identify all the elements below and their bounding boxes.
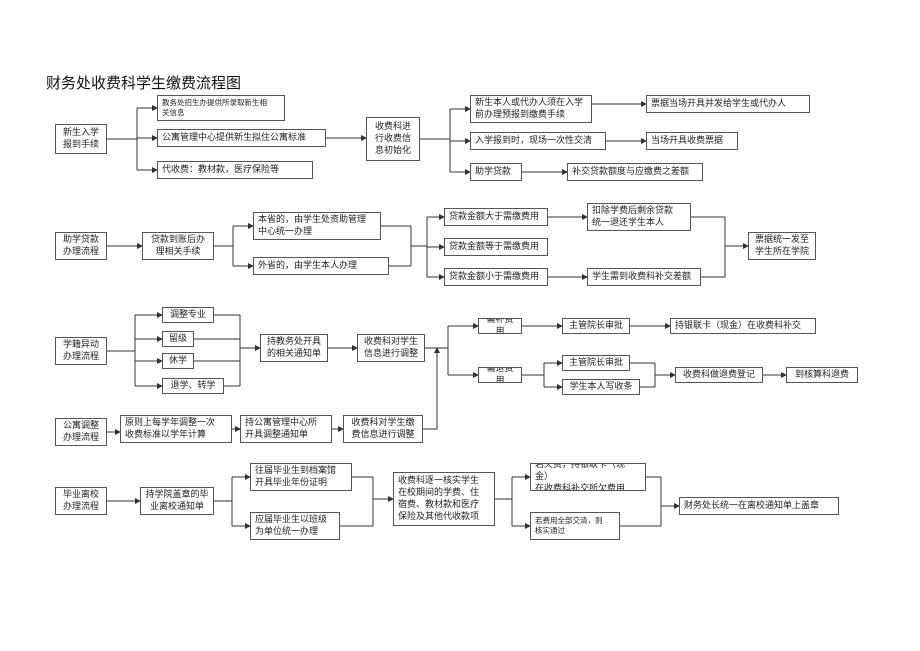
status-change-start: 学籍异动 办理流程 <box>55 337 107 365</box>
onsite-payment-box: 入学报到时，现场一次性交清 <box>470 132 606 150</box>
pay-difference-box: 学生需到收费科补交差额 <box>587 268 701 286</box>
academic-notice-box: 持教务处开具 的相关通知单 <box>260 334 328 362</box>
verified-box: 若费用全部交清，则 核实通过 <box>530 512 620 540</box>
verify-fees-box: 收费科逐一核实学生 在校期间的学费、住 宿费、教材款和医疗 保险及其他代收款项 <box>393 472 495 526</box>
loan-arrival-box: 贷款到账后办 理相关手续 <box>142 232 214 260</box>
refund-fee-box: 需退费用 <box>478 367 522 383</box>
refund-remaining-box: 扣除学费后剩余贷款 统一退还学生本人 <box>587 203 691 231</box>
loan-equal-box: 贷款金额等于需缴费用 <box>444 238 548 256</box>
dorm-standard-box: 公寓管理中心提供新生拟住公寓标准 <box>157 129 326 147</box>
dorm-notice-box: 持公寓管理中心所 开具调整通知单 <box>240 415 332 443</box>
current-graduates-box: 应届毕业生以班级 为单位统一办理 <box>250 512 340 540</box>
option-suspension: 休学 <box>162 353 194 369</box>
loan-difference-box: 补交贷款额度与应缴费之差额 <box>567 163 703 181</box>
dean-approval-box-2: 主管院长审批 <box>562 355 630 371</box>
out-province-box: 外省的，由学生本人办理 <box>253 257 389 275</box>
pay-supplement-box: 持银联卡（现金）在收费科补交 <box>670 318 816 334</box>
pre-registration-box: 新生本人或代办人须在入学 前办理预报到缴费手续 <box>470 95 592 123</box>
graduation-start: 毕业离校 办理流程 <box>55 487 107 515</box>
option-withdraw-transfer: 退学、转学 <box>162 378 224 394</box>
director-stamp-box: 财务处长统一在离校通知单上盖章 <box>679 497 839 515</box>
receipt-to-student-box: 票据当场开具并发给学生或代办人 <box>646 95 810 113</box>
option-repeat-year: 留级 <box>162 331 194 347</box>
annual-adjust-box: 原则上每学年调整一次 收费标准以学年计算 <box>120 415 232 443</box>
agency-fee-box: 代收费：教材款，医疗保险等 <box>157 161 313 179</box>
loan-greater-box: 贷款金额大于需缴费用 <box>444 208 548 226</box>
supplement-fee-box: 需补费用 <box>478 318 522 334</box>
arrears-box: 若欠费，持银联卡（现金） 在收费科补交所欠费用 <box>530 463 646 491</box>
page-title: 财务处收费科学生缴费流程图 <box>46 74 242 92</box>
loan-process-start: 助学贷款 办理流程 <box>55 232 107 260</box>
fee-init-box: 收费科进 行收费信 息初始化 <box>366 117 420 161</box>
student-receipt-box: 学生本人写收条 <box>562 379 640 395</box>
new-student-start: 新生入学 报到手续 <box>55 124 107 154</box>
accounting-refund-box: 到核算科退费 <box>786 367 858 383</box>
refund-register-box: 收费科做退费登记 <box>675 367 763 383</box>
previous-graduates-box: 往届毕业生到档案馆 开具毕业年份证明 <box>250 463 352 491</box>
adjust-student-info-box: 收费科对学生 信息进行调整 <box>357 334 425 362</box>
student-loan-box: 助学贷款 <box>470 163 522 181</box>
graduation-notice-box: 持学院盖章的毕 业离校通知单 <box>140 487 214 515</box>
dorm-change-start: 公寓调整 办理流程 <box>55 418 107 446</box>
dean-approval-box-1: 主管院长审批 <box>562 318 630 334</box>
loan-less-box: 贷款金额小于需缴费用 <box>444 268 548 286</box>
onsite-receipt-box: 当场开具收费票据 <box>646 132 738 150</box>
adjust-payment-info-box: 收费科对学生缴 费信息进行调整 <box>343 415 423 443</box>
admission-info-box: 教务处招生办提供所录取新生相 关信息 <box>157 95 285 121</box>
in-province-box: 本省的，由学生处资助管理 中心统一办理 <box>253 212 381 240</box>
option-change-major: 调整专业 <box>162 307 214 323</box>
receipt-to-college-box: 票据统一发至 学生所在学院 <box>748 232 816 260</box>
